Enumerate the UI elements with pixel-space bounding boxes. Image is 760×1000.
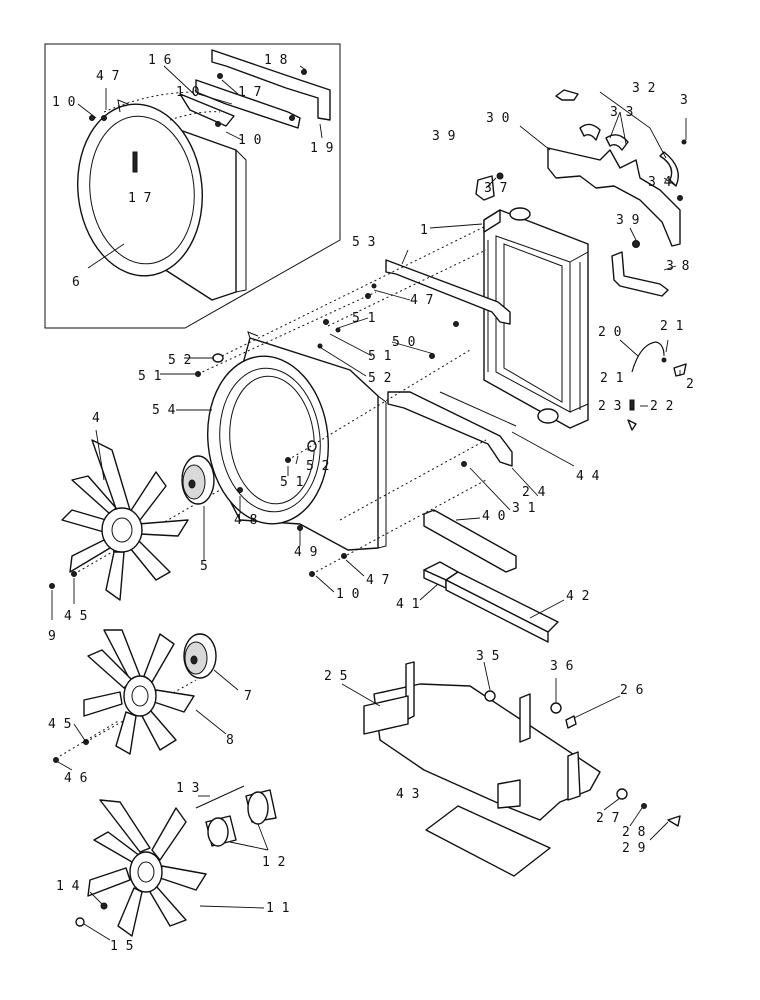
bracket-53 [385,259,511,325]
label-47-inset: 4 7 [96,69,119,84]
seal-strip-44 [439,391,517,427]
label-35: 3 5 [476,649,499,664]
label-51-left: 5 1 [138,369,161,384]
label-25: 2 5 [324,669,347,684]
label-27: 2 7 [596,811,619,826]
label-17-inset-right: 1 7 [238,85,261,100]
label-30: 3 0 [486,111,509,126]
label-54: 5 4 [152,403,176,418]
label-44: 4 4 [576,469,600,484]
base-plate [363,661,601,821]
inset-upper-bracket [179,49,331,129]
fan-4 [61,439,189,601]
label-51-upper: 5 1 [352,311,375,326]
label-42: 4 2 [566,589,589,604]
label-51-shroud: 5 1 [280,475,303,490]
fan-shroud [206,331,387,551]
label-22: 2 2 [650,399,673,414]
fan-8 [83,629,195,755]
label-10-main: 1 0 [336,587,359,602]
label-52-shroud: 5 2 [306,459,329,474]
label-8: 8 [226,733,234,748]
upper-mounting-bracket [547,89,681,247]
label-48: 4 8 [234,513,257,528]
foam-block-42 [445,571,559,643]
label-51-mid: 5 1 [368,349,391,364]
label-23: 2 3 [598,399,621,414]
leader-lines [51,65,687,941]
label-52-left: 5 2 [168,353,191,368]
label-10-inset-lower: 1 0 [238,133,261,148]
label-21-lower: 2 1 [600,371,623,386]
label-41: 4 1 [396,597,419,612]
label-36: 3 6 [550,659,573,674]
label-15: 1 5 [110,939,133,954]
spacer-12 [205,789,277,847]
label-6: 6 [72,275,80,290]
label-7: 7 [244,689,252,704]
label-2: 2 [686,377,694,392]
label-5: 5 [200,559,208,574]
inset-fan-shroud [76,99,247,301]
label-32: 3 2 [632,81,655,96]
label-33: 3 3 [610,105,633,120]
label-37: 3 7 [484,181,507,196]
label-40: 4 0 [482,509,505,524]
radiator [483,207,589,429]
label-31: 3 1 [512,501,535,516]
inset-detail-box [44,43,341,329]
label-18: 1 8 [264,53,287,68]
label-45-lower: 4 5 [48,717,71,732]
label-43: 4 3 [396,787,419,802]
label-47-bracket: 4 7 [410,293,433,308]
label-29: 2 9 [622,841,645,856]
label-3: 3 [680,93,688,108]
label-47-bottom: 4 7 [366,573,389,588]
label-14: 1 4 [56,879,80,894]
label-45-upper: 4 5 [64,609,87,624]
label-9: 9 [48,629,56,644]
label-1: 1 [420,223,428,238]
rod-13 [195,785,245,809]
label-49: 4 9 [294,545,317,560]
label-20: 2 0 [598,325,621,340]
label-53: 5 3 [352,235,375,250]
label-10-inset-left: 1 0 [52,95,75,110]
label-17-inset-left: 1 7 [128,191,151,206]
label-39-upper: 3 9 [432,129,455,144]
fan-clutch-7 [183,633,217,679]
label-24: 2 4 [522,485,546,500]
label-34: 3 4 [648,175,672,190]
label-10-inset-mid: 1 0 [176,85,199,100]
label-19: 1 9 [310,141,333,156]
label-38: 3 8 [666,259,689,274]
label-11: 1 1 [266,901,289,916]
label-16: 1 6 [148,53,171,68]
label-39-lower: 3 9 [616,213,639,228]
label-21-upper: 2 1 [660,319,683,334]
pad-43 [425,805,551,877]
label-12: 1 2 [262,855,285,870]
bracket-37 [475,175,495,201]
label-13: 1 3 [176,781,199,796]
label-28: 2 8 [622,825,645,840]
label-52-mid: 5 2 [368,371,391,386]
bracket-38 [611,251,669,297]
label-4: 4 [92,411,100,426]
bracket-24 [387,391,513,467]
label-26: 2 6 [620,683,643,698]
fan-11 [87,799,207,937]
fan-clutch-5 [181,455,215,505]
label-50: 5 0 [392,335,415,350]
foam-block-40 [423,509,517,573]
label-46: 4 6 [64,771,87,786]
part-labels: 1 2 3 4 5 6 7 8 9 1 0 1 0 1 0 1 0 1 1 1 … [48,53,694,954]
